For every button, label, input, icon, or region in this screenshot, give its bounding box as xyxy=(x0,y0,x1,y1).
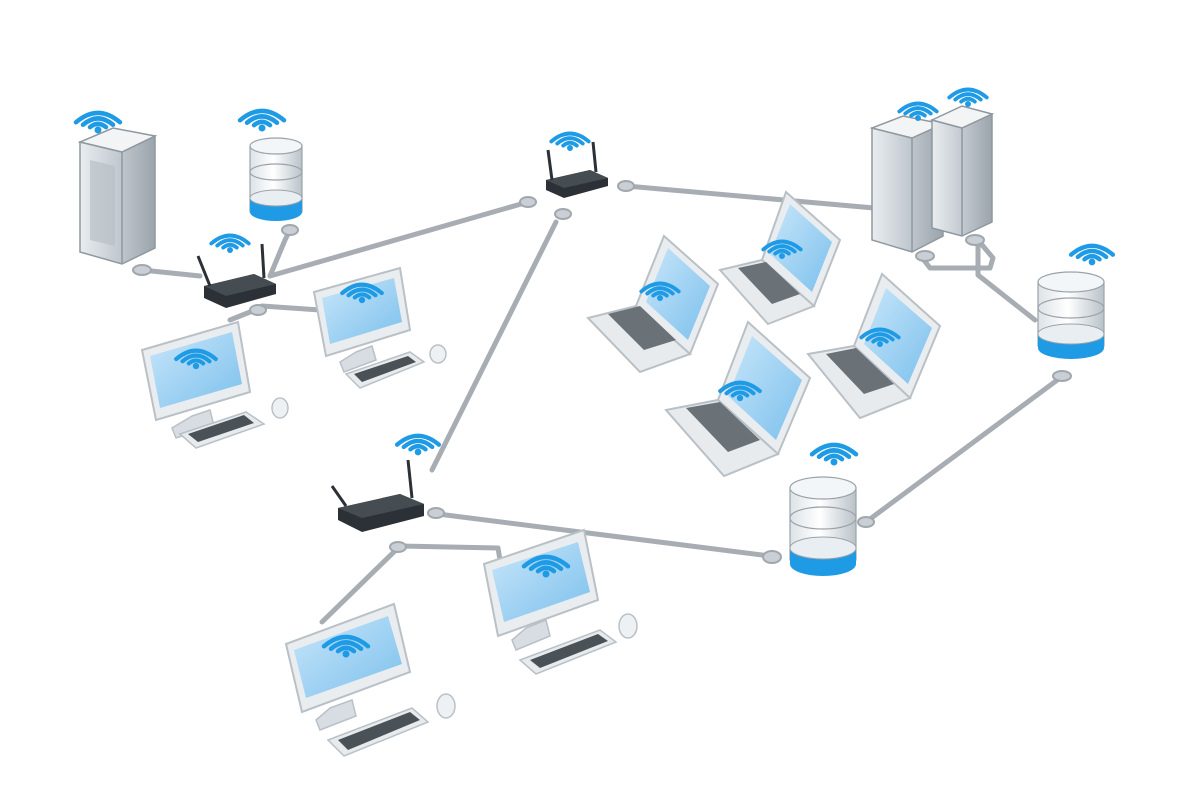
router-left xyxy=(196,243,276,308)
cable-node xyxy=(915,250,935,262)
laptop-3 xyxy=(806,272,942,420)
cable-servers-to-db-right xyxy=(917,237,1038,323)
cable-node xyxy=(762,550,782,564)
router-top xyxy=(546,141,608,198)
wifi-icon xyxy=(394,433,442,456)
cable-node xyxy=(519,196,537,208)
wifi-icon xyxy=(947,87,989,107)
desktop-bottom-b xyxy=(482,528,638,675)
cable-node xyxy=(427,507,445,519)
wifi-icon xyxy=(639,281,681,301)
wifi-icon xyxy=(321,634,371,658)
cable-router-left-to-router-top xyxy=(267,199,531,279)
wifi-icon xyxy=(521,554,571,578)
wifi-icon xyxy=(1068,243,1116,266)
cable-node xyxy=(617,180,635,192)
wifi-icon xyxy=(718,380,762,402)
wifi-icon xyxy=(549,131,591,151)
wifi-icon xyxy=(340,282,384,304)
cable-node xyxy=(281,224,299,236)
desktop-bottom-a xyxy=(284,602,456,757)
cable-node xyxy=(965,234,985,246)
database-bottom xyxy=(789,476,857,576)
wifi-icon xyxy=(809,442,859,466)
cable-node xyxy=(389,541,407,553)
cable-router-bottom-to-desktop-b xyxy=(397,543,503,563)
cable-node xyxy=(1052,370,1072,382)
cable-nodes xyxy=(132,180,1072,564)
database-topleft xyxy=(249,137,303,221)
cable-router-top-to-router-bottom xyxy=(429,219,559,473)
cable-router-bottom-to-db-bottom xyxy=(435,511,773,559)
cable-node xyxy=(132,264,152,276)
wifi-icons xyxy=(73,87,1116,658)
cable-router-bottom-to-desktop-a xyxy=(319,543,403,625)
wifi-icon xyxy=(73,110,123,134)
desktop-left-b xyxy=(312,266,447,389)
router-bottom xyxy=(330,459,424,532)
wifi-icon xyxy=(209,233,251,253)
wifi-icon xyxy=(174,348,218,370)
cable-node xyxy=(554,208,572,220)
cables xyxy=(139,183,1063,625)
cable-router-top-to-servers xyxy=(623,183,877,211)
cable-node xyxy=(249,304,267,316)
cable-db-right-to-db-bottom xyxy=(863,375,1063,525)
wifi-icon xyxy=(897,101,939,121)
wifi-icon xyxy=(237,108,287,132)
server-tower-topright-b xyxy=(929,105,995,237)
wifi-icon xyxy=(761,239,803,259)
wifi-icon xyxy=(859,327,901,347)
server-tower-topright-a xyxy=(869,115,946,253)
laptop-4 xyxy=(664,320,812,478)
server-tower-topleft xyxy=(77,127,158,265)
laptop-1 xyxy=(586,234,720,374)
cable-node xyxy=(857,516,875,528)
desktop-left-a xyxy=(140,320,289,449)
database-right xyxy=(1037,271,1105,359)
cable-router-left-to-desktop-b xyxy=(259,303,323,313)
